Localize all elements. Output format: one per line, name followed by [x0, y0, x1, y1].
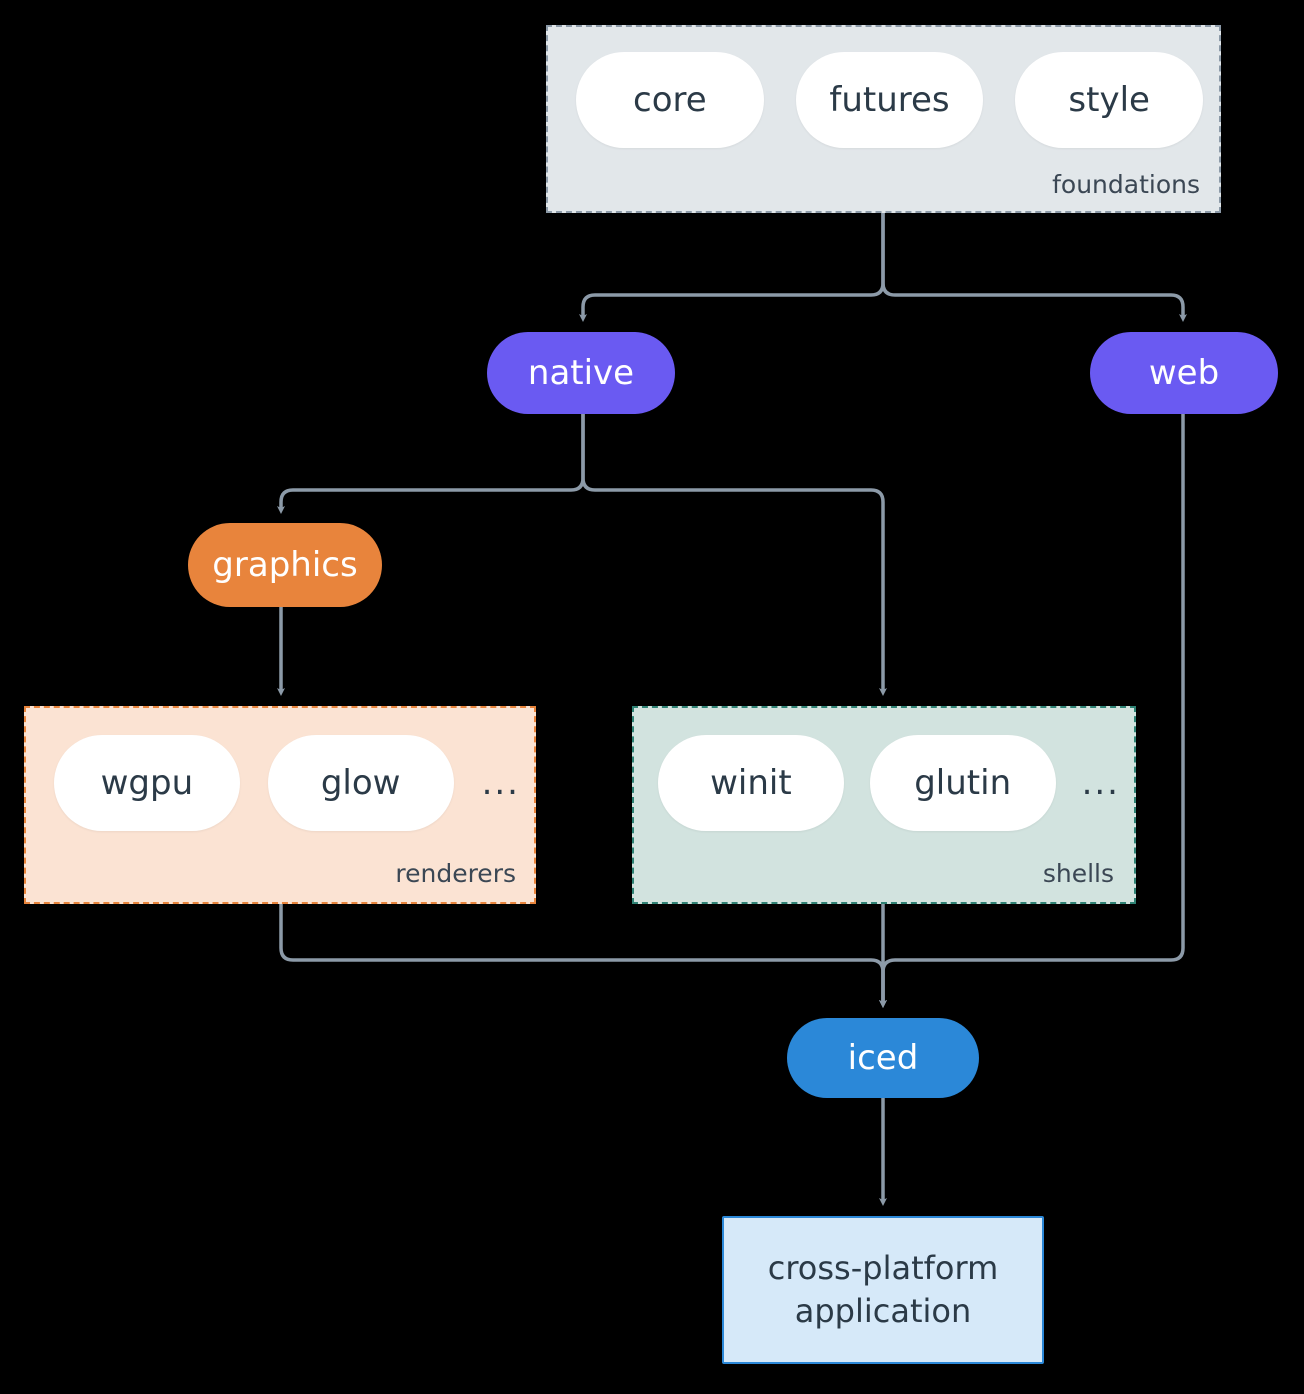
edge-native-shells [581, 414, 887, 696]
group-renderers-items: wgpu glow ... [54, 735, 520, 847]
group-foundations: core futures style foundations [546, 25, 1221, 213]
node-winit[interactable]: winit [658, 735, 844, 831]
node-core[interactable]: core [576, 52, 764, 148]
group-foundations-label: foundations [1052, 170, 1200, 199]
node-glow[interactable]: glow [267, 735, 454, 831]
node-glutin[interactable]: glutin [869, 735, 1056, 831]
node-wgpu[interactable]: wgpu [54, 735, 240, 831]
node-futures[interactable]: futures [795, 52, 984, 148]
edge-renderers-iced [279, 904, 887, 1008]
node-cross-platform-application[interactable]: cross-platform application [722, 1216, 1044, 1364]
edge-foundations-web [881, 213, 1187, 322]
group-shells: winit glutin ... shells [632, 706, 1136, 904]
node-iced[interactable]: iced [787, 1018, 979, 1098]
group-shells-label: shells [1042, 859, 1114, 888]
group-renderers-label: renderers [395, 859, 516, 888]
node-web[interactable]: web [1090, 332, 1278, 414]
application-label-line-2: application [794, 1292, 972, 1330]
edge-foundations-native [579, 213, 885, 322]
group-foundations-items: core futures style [576, 52, 1204, 162]
group-renderers: wgpu glow ... renderers [24, 706, 536, 904]
renderers-ellipsis: ... [481, 763, 520, 803]
group-shells-items: winit glutin ... [658, 735, 1120, 847]
application-label-line-1: cross-platform [767, 1248, 999, 1287]
node-graphics[interactable]: graphics [188, 523, 382, 607]
node-style[interactable]: style [1015, 52, 1204, 148]
node-native[interactable]: native [487, 332, 675, 414]
shells-ellipsis: ... [1081, 763, 1120, 803]
edge-native-graphics [277, 414, 585, 514]
